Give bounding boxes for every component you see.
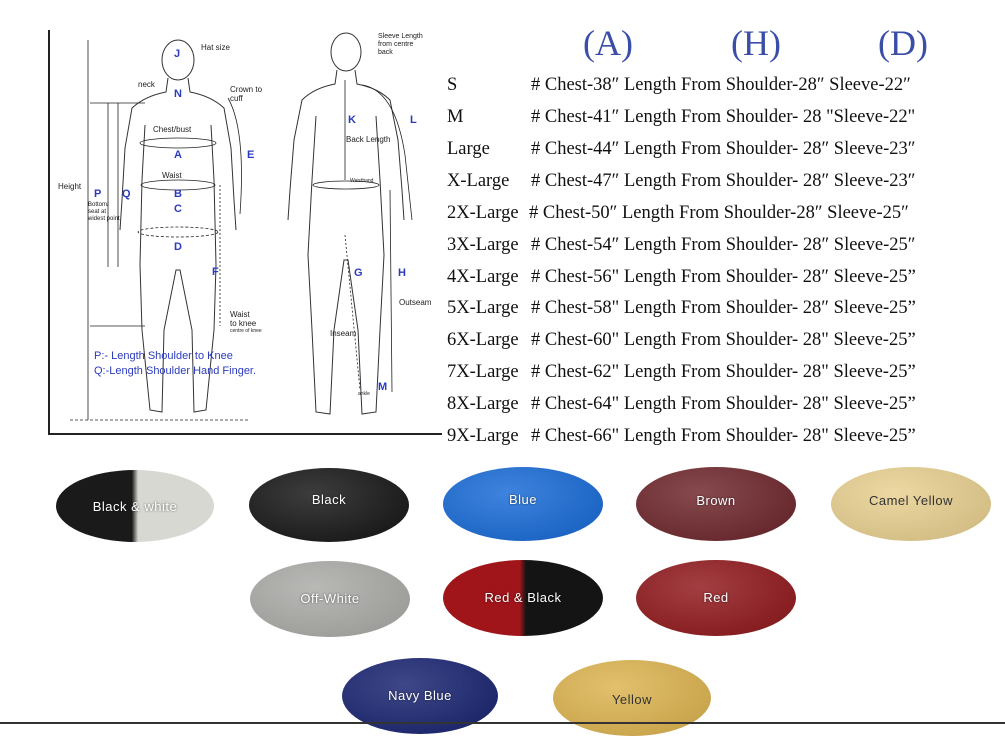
letter-m: M [378, 381, 388, 393]
size-name: 5X-Large [447, 298, 519, 318]
bottom-seat-label: Bottom/ seat at widest point [88, 202, 120, 222]
size-measurements: # Chest-66" Length From Shoulder- 28" Sl… [531, 426, 916, 446]
size-name: 3X-Large [447, 235, 519, 255]
size-measurements: # Chest-60" Length From Shoulder- 28" Sl… [531, 330, 916, 350]
letter-b: B [174, 188, 182, 200]
back-length-label: Back Length [346, 135, 391, 144]
column-header-d: (D) [878, 23, 928, 63]
size-name: 4X-Large [447, 267, 519, 287]
color-swatch-red-black[interactable]: Red & Black [443, 560, 603, 636]
size-measurements: # Chest-44″ Length From Shoulder- 28″ Sl… [531, 139, 916, 159]
inseam-label: Inseam [330, 329, 357, 338]
color-swatch-off-white[interactable]: Off-White [250, 561, 410, 637]
color-swatch-black[interactable]: Black [249, 468, 409, 542]
size-measurements: # Chest-47″ Length From Shoulder- 28″ Sl… [531, 171, 916, 191]
size-name: M [447, 107, 464, 127]
letter-l: L [410, 114, 417, 126]
centre-of-knee-label: centre of knee [230, 328, 262, 334]
size-measurements: # Chest-62" Length From Shoulder- 28" Sl… [531, 362, 916, 382]
size-measurements: # Chest-54″ Length From Shoulder- 28″ Sl… [531, 235, 916, 255]
height-label: Height [58, 182, 82, 191]
body-figures-illustration [70, 32, 413, 421]
size-measurements: # Chest-58" Length From Shoulder- 28″ Sl… [531, 298, 916, 318]
column-header-h: (H) [731, 23, 781, 63]
letter-f: F [212, 266, 219, 278]
letter-p: P [94, 188, 102, 200]
size-measurements: # Chest-64" Length From Shoulder- 28" Sl… [531, 394, 916, 414]
column-header-a: (A) [583, 23, 633, 63]
measurement-diagram: Hat size neck Crown to cuff Chest/bust W… [48, 30, 442, 435]
swatch-label: Off-White [300, 590, 360, 606]
hat-size-label: Hat size [201, 43, 230, 52]
swatch-label: Blue [508, 491, 538, 507]
waistband-label: Waistband [350, 178, 374, 184]
swatch-label: Camel Yellow [868, 492, 954, 508]
waist-to-knee-label: Waist to knee [230, 310, 257, 328]
size-name: 7X-Large [447, 362, 519, 382]
waist-label: Waist [162, 171, 182, 180]
letter-k: K [348, 114, 356, 126]
color-swatch-blue[interactable]: Blue [443, 467, 603, 541]
swatch-label: Red [703, 589, 729, 605]
color-swatch-red[interactable]: Red [636, 560, 796, 636]
ankle-label: ankle [358, 391, 370, 397]
size-measurements: # Chest-50″ Length From Shoulder-28″ Sle… [529, 203, 909, 223]
size-name: 9X-Large [447, 426, 519, 446]
size-name: S [447, 75, 458, 95]
letter-d: D [174, 241, 182, 253]
letter-j: J [174, 48, 181, 60]
swatch-label: Brown [696, 492, 736, 508]
color-swatch-black-white[interactable]: Black & white [56, 470, 214, 542]
size-measurements: # Chest-41″ Length From Shoulder- 28 "Sl… [531, 107, 916, 127]
size-measurements: # Chest-56" Length From Shoulder- 28″ Sl… [531, 267, 916, 287]
note-q: Q:-Length Shoulder Hand Finger. [94, 365, 257, 377]
color-swatch-navy-blue[interactable]: Navy Blue [342, 658, 498, 734]
letter-n: N [174, 88, 182, 100]
size-measurements: # Chest-38″ Length From Shoulder-28″ Sle… [531, 75, 911, 95]
swatch-label: Black & white [92, 498, 178, 514]
swatch-label: Yellow [611, 691, 653, 707]
outseam-label: Outseam [399, 298, 432, 307]
size-name: 2X-Large [447, 203, 519, 223]
size-name: 6X-Large [447, 330, 519, 350]
size-column-headers: (A) (H) (D) [0, 22, 1005, 66]
chest-bust-label: Chest/bust [153, 125, 192, 134]
swatch-label: Navy Blue [388, 687, 452, 703]
crown-to-cuff-label: Crown to cuff [230, 85, 263, 103]
letter-q: Q [122, 188, 131, 200]
sleeve-length-label: Sleeve Length from centre back [378, 33, 423, 56]
letter-c: C [174, 203, 182, 215]
color-swatch-camel-yellow[interactable]: Camel Yellow [831, 467, 991, 541]
letter-e: E [247, 149, 255, 161]
size-name: 8X-Large [447, 394, 519, 414]
note-p: P:- Length Shoulder to Knee [94, 350, 233, 362]
swatch-label: Black [311, 491, 347, 507]
letter-g: G [354, 267, 363, 279]
size-name: Large [447, 139, 490, 159]
color-swatch-brown[interactable]: Brown [636, 467, 796, 541]
letter-a: A [174, 149, 182, 161]
swatch-label: Red & Black [484, 589, 562, 605]
letter-h: H [398, 267, 406, 279]
neck-label: neck [138, 80, 155, 89]
bottom-divider [0, 722, 1005, 724]
size-name: X-Large [447, 171, 510, 191]
color-swatch-yellow[interactable]: Yellow [553, 660, 711, 736]
